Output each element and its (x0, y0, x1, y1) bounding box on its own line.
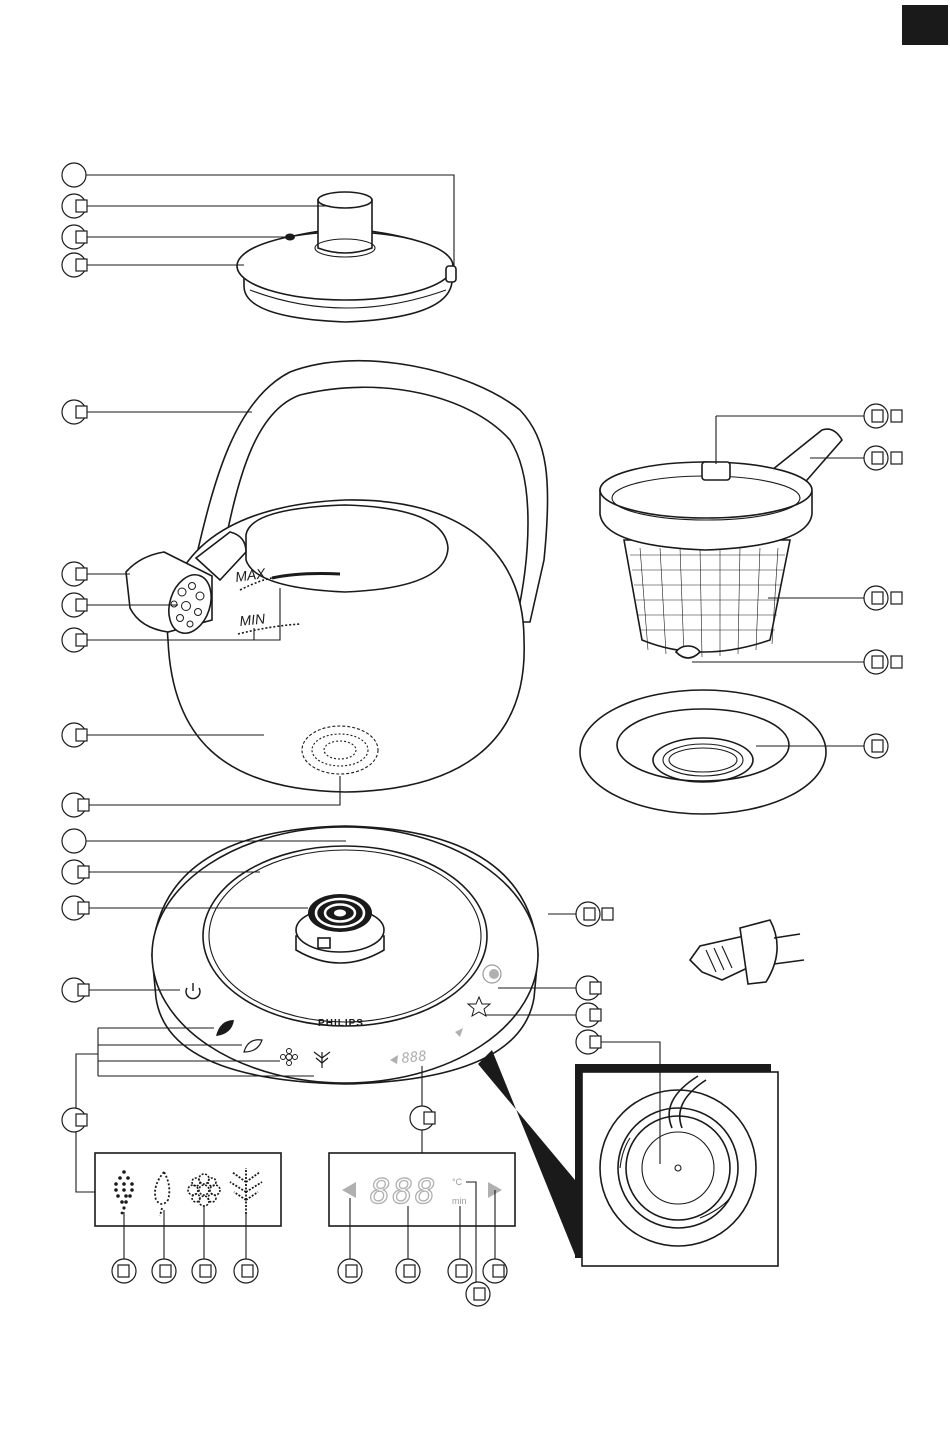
callout-marker (62, 194, 87, 218)
callout-marker (112, 1259, 136, 1283)
callout-marker (62, 978, 89, 1002)
callout-marker (864, 404, 902, 428)
callout-marker (864, 446, 902, 470)
tea-basket (600, 429, 842, 658)
callout-marker (234, 1259, 258, 1283)
callout-marker (62, 723, 87, 747)
callout-marker (576, 1030, 601, 1054)
svg-text:888: 888 (401, 1048, 428, 1067)
callout-marker (62, 793, 89, 817)
callout-marker (62, 1108, 87, 1132)
callout-marker (62, 253, 87, 277)
saucer (580, 690, 826, 814)
language-tab (902, 5, 948, 45)
callout-marker (62, 896, 89, 920)
display-panel: 888 °C min (329, 1153, 515, 1226)
level-min-mark: MIN (239, 610, 267, 629)
philips-logo: PHILIPS (318, 1018, 364, 1029)
callout-marker (864, 734, 888, 758)
callout-marker (576, 902, 613, 926)
callout-marker (62, 163, 86, 187)
lid-vent-hole (285, 234, 295, 241)
callout-marker (576, 976, 601, 1000)
callout-marker (338, 1259, 362, 1283)
callout-marker (448, 1259, 472, 1283)
program-icons-panel (95, 1153, 281, 1226)
callout-marker (62, 225, 87, 249)
callout-marker (576, 1003, 601, 1027)
display-digits: 888 (370, 1172, 437, 1212)
callout-marker (483, 1259, 507, 1283)
power-plug (690, 920, 804, 984)
callout-marker (410, 1106, 435, 1130)
base: PHILIPS 888 (152, 786, 804, 1084)
lid (237, 192, 456, 322)
callout-marker (396, 1259, 420, 1283)
connector-detail (478, 1050, 778, 1266)
callout-marker (864, 586, 902, 610)
display-unit-time: min (452, 1196, 467, 1206)
callout-marker (152, 1259, 176, 1283)
callout-marker (192, 1259, 216, 1283)
kettle: MAX MIN (126, 361, 548, 792)
callout-marker (62, 593, 87, 617)
callout-marker (62, 829, 86, 853)
callout-marker (62, 562, 87, 586)
callout-marker (62, 400, 87, 424)
callout-marker (62, 628, 87, 652)
callout-marker (62, 860, 89, 884)
callout-marker (466, 1282, 490, 1306)
callout-marker (864, 650, 902, 674)
display-unit-temp: °C (452, 1177, 463, 1187)
